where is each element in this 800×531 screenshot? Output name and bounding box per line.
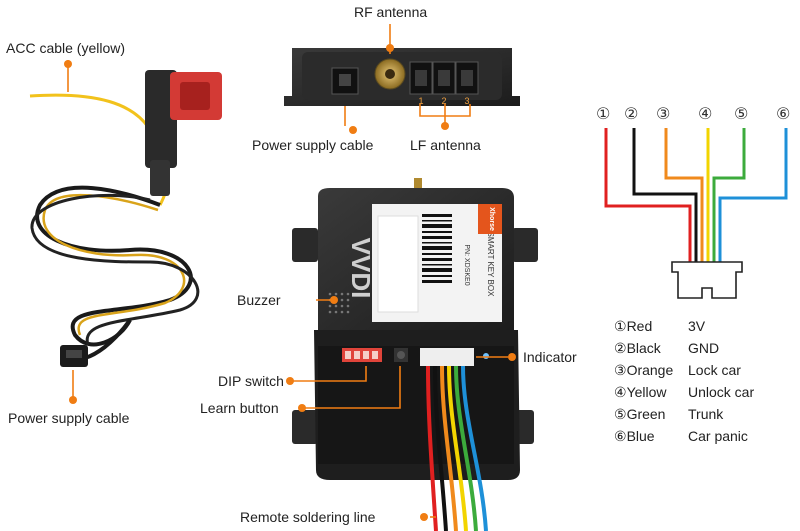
smart-key-box: VVDI PN: XDSKE0 SMART KEY BOX	[292, 178, 538, 480]
power-supply-cable-top-label: Power supply cable	[252, 137, 374, 153]
acc-cable-assembly	[29, 70, 222, 367]
legend-num: ⑤	[614, 406, 627, 422]
legend-num: ⑥	[614, 428, 627, 444]
indicator-label: Indicator	[523, 349, 577, 365]
legend-num: ②	[614, 340, 627, 356]
legend-function: Car panic	[688, 428, 748, 444]
dip-switch	[342, 348, 382, 362]
lf-antenna-label: LF antenna	[410, 137, 481, 153]
legend-row: ①Red 3V	[614, 318, 705, 334]
acc-cable-label: ACC cable (yellow)	[6, 40, 126, 56]
legend-function: 3V	[688, 318, 706, 334]
legend-color: Blue	[626, 428, 655, 444]
wire-number: ⑥	[776, 104, 791, 123]
remote-soldering-wires	[426, 365, 488, 531]
power-port	[331, 67, 359, 95]
brand-logo: Xhorse	[488, 207, 495, 231]
legend-row: ⑥Blue Car panic	[614, 428, 748, 444]
buzzer-grill	[328, 292, 350, 314]
barcode	[422, 214, 452, 283]
wire-number: ⑤	[734, 104, 749, 123]
legend-function: Unlock car	[688, 384, 755, 400]
lf-port-number: 1	[418, 96, 423, 106]
wiring-diagram	[604, 128, 788, 299]
callout-pointers	[67, 24, 508, 518]
legend-color: Orange	[626, 362, 674, 378]
legend-num: ③	[614, 362, 627, 378]
learn-button	[394, 348, 408, 362]
callout-dots	[64, 44, 516, 521]
legend-function: GND	[688, 340, 720, 356]
learn-button-label: Learn button	[200, 400, 279, 416]
dip-switch-label: DIP switch	[218, 373, 284, 389]
legend-function: Trunk	[688, 406, 724, 422]
wiring-connector-plug	[671, 261, 743, 299]
legend-color: Yellow	[626, 384, 667, 400]
lf-ports	[409, 61, 479, 95]
wire-number: ③	[656, 104, 671, 123]
legend-row: ③Orange Lock car	[614, 362, 741, 378]
legend-row: ②Black GND	[614, 340, 719, 356]
wire-number: ①	[596, 104, 611, 123]
legend-function: Lock car	[688, 362, 741, 378]
power-supply-connector	[60, 345, 88, 367]
model-number: PN: XDSKE0	[463, 244, 470, 285]
legend-color: Green	[626, 406, 666, 422]
legend-color: Red	[626, 318, 653, 334]
legend-num: ④	[614, 384, 627, 400]
obd-connector	[145, 70, 222, 196]
product-name: SMART KEY BOX	[486, 232, 495, 298]
lf-port-number: 2	[441, 96, 446, 106]
product-label: PN: XDSKE0 SMART KEY BOX Xhorse	[372, 204, 502, 322]
buzzer-label: Buzzer	[237, 292, 281, 308]
vvdi-logo: VVDI	[346, 238, 376, 299]
legend-row: ⑤Green Trunk	[614, 406, 723, 422]
wire-number: ④	[698, 104, 713, 123]
wire-connector	[420, 348, 474, 366]
remote-soldering-line-label: Remote soldering line	[240, 509, 376, 525]
legend-color: Black	[626, 340, 661, 356]
power-supply-cable-left-label: Power supply cable	[8, 410, 130, 426]
rf-connector	[374, 58, 406, 90]
wire-number: ②	[624, 104, 639, 123]
box-side-view: 1 2 3	[284, 48, 520, 106]
legend-row: ④Yellow Unlock car	[614, 384, 754, 400]
lf-port-number: 3	[464, 96, 469, 106]
rf-antenna-label: RF antenna	[354, 4, 428, 20]
indicator-led	[483, 353, 489, 359]
legend-num: ①	[614, 318, 627, 334]
